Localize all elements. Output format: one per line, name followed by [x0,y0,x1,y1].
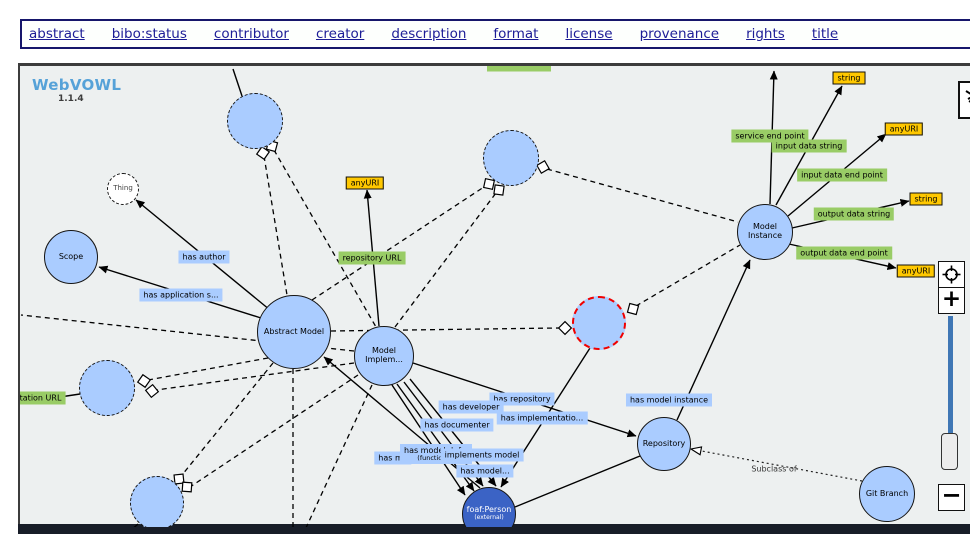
webvowl-logo[interactable]: WebVOWL 1.1.4 [32,78,121,104]
class-node-repository[interactable]: Repository [637,417,691,471]
class-node-scope[interactable]: Scope [44,230,98,284]
label-text: has model... [460,466,510,476]
label-subtext: (functional) [417,454,455,462]
class-node-highlighted-class[interactable] [572,296,626,350]
label-text: repository URL [342,253,402,263]
object-property-has-author[interactable]: has author [178,250,230,264]
zoom-slider-track[interactable] [948,316,953,470]
webvowl-logo-title[interactable]: WebVOWL [32,76,122,94]
object-property-implements-model[interactable]: implements model [440,448,524,462]
class-label: Model Implem... [365,346,403,364]
class-label: Repository [642,438,686,448]
datatype-property-ntation-url[interactable]: ntation URL [18,391,66,405]
label-text: input data string [775,141,843,151]
nav-link-title[interactable]: title [811,26,839,42]
label-text: string [914,194,938,204]
label-text: output data end point [800,248,888,258]
class-label: Model Instance [747,222,783,240]
datatype-node-anyuri-1[interactable]: anyURI [884,122,924,136]
nav-link-bibo-status[interactable]: bibo:status [111,26,187,42]
bottom-border-bar [18,524,970,534]
class-node-abstract-model[interactable]: Abstract Model [257,295,331,369]
nav-link-description[interactable]: description [391,26,467,42]
label-text: has implementatio... [500,413,584,423]
datatype-property-service-end-point[interactable]: service end point [731,129,809,143]
label-text: has documenter [424,420,490,430]
class-node-git-branch[interactable]: Git Branch [859,466,915,522]
class-node-thing[interactable]: Thing [107,173,139,205]
nav-link-rights[interactable]: rights [746,26,785,42]
object-property-has-repository[interactable]: has repository [489,392,555,406]
class-label: foaf:Person [466,505,512,515]
class-label: Scope [58,251,84,261]
label-text: has application s... [143,290,219,300]
webvowl-version: 1.1.4 [58,94,84,104]
object-property-has-implementatio[interactable]: has implementatio... [496,411,588,425]
nav-link-contributor[interactable]: contributor [213,26,289,42]
class-label: Abstract Model [263,326,325,336]
label-text: service end point [735,131,805,141]
label-text: input data end point [801,170,883,180]
class-node-anon-bottom-left[interactable] [130,476,184,527]
class-node-model-implementation[interactable]: Model Implem... [354,326,414,386]
label-text: has model def... [404,446,468,455]
datatype-property-partial-top[interactable] [487,66,551,72]
label-text: implements model [444,450,520,460]
label-text: has ma [378,453,408,463]
datatype-node-anyuri-3[interactable]: anyURI [345,176,385,190]
label-text: string [837,73,861,83]
label-text: has author [182,252,226,262]
nav-link-creator[interactable]: creator [315,26,365,42]
class-sublabel: (external) [474,514,504,522]
class-label: Thing [113,184,133,193]
label-text: ntation URL [18,393,62,403]
object-property-has-developer[interactable]: has developer [438,400,504,414]
class-node-anon-top-left[interactable] [227,93,283,149]
datatype-node-string-1[interactable]: string [832,71,866,85]
datatype-property-output-data-string[interactable]: output data string [813,207,895,221]
label-text: anyURI [350,178,380,188]
property-labels-layer: Subclass of has author has application s.… [20,66,970,527]
label-text: output data string [817,209,891,219]
class-node-anon-left[interactable] [79,360,135,416]
label-text: anyURI [889,124,919,134]
class-node-anon-top-center[interactable] [483,130,539,186]
double-chevron-icon [965,90,970,103]
center-graph-button[interactable] [938,261,965,288]
subclass-of-label[interactable]: Subclass of [751,464,797,474]
label-text: anyURI [901,266,931,276]
object-property-has-model[interactable]: has model... [456,464,514,478]
datatype-node-string-2[interactable]: string [909,192,943,206]
zoom-slider-handle[interactable] [941,433,958,470]
label-text: has repository [493,394,551,404]
graph-canvas[interactable]: Subclass of has author has application s.… [18,63,970,527]
label-text: has model instance [629,395,709,405]
sidebar-expand-button[interactable] [958,81,970,119]
annotation-link-bar: abstract bibo:status contributor creator des… [20,19,970,49]
object-property-has-application-s[interactable]: has application s... [139,288,223,302]
zoom-out-button[interactable]: − [938,481,965,511]
object-property-has-model-instance[interactable]: has model instance [625,393,713,407]
nav-link-license[interactable]: license [565,26,613,42]
datatype-property-input-data-end-point[interactable]: input data end point [797,168,887,182]
class-node-model-instance[interactable]: Model Instance [737,204,793,260]
datatype-property-repository-url[interactable]: repository URL [338,251,406,265]
datatype-property-output-data-end-point[interactable]: output data end point [796,246,892,260]
nav-link-format[interactable]: format [493,26,539,42]
crosshair-icon [942,265,961,284]
datatype-node-anyuri-2[interactable]: anyURI [896,264,936,278]
zoom-in-button[interactable]: + [938,286,965,314]
class-node-foaf-person[interactable]: foaf:Person(external) [462,487,516,527]
datatype-property-input-data-string[interactable]: input data string [771,139,847,153]
nav-link-provenance[interactable]: provenance [639,26,720,42]
nav-link-abstract[interactable]: abstract [29,26,85,42]
label-text: has developer [442,402,500,412]
class-label: Git Branch [865,488,909,498]
object-property-has-documenter[interactable]: has documenter [420,418,494,432]
